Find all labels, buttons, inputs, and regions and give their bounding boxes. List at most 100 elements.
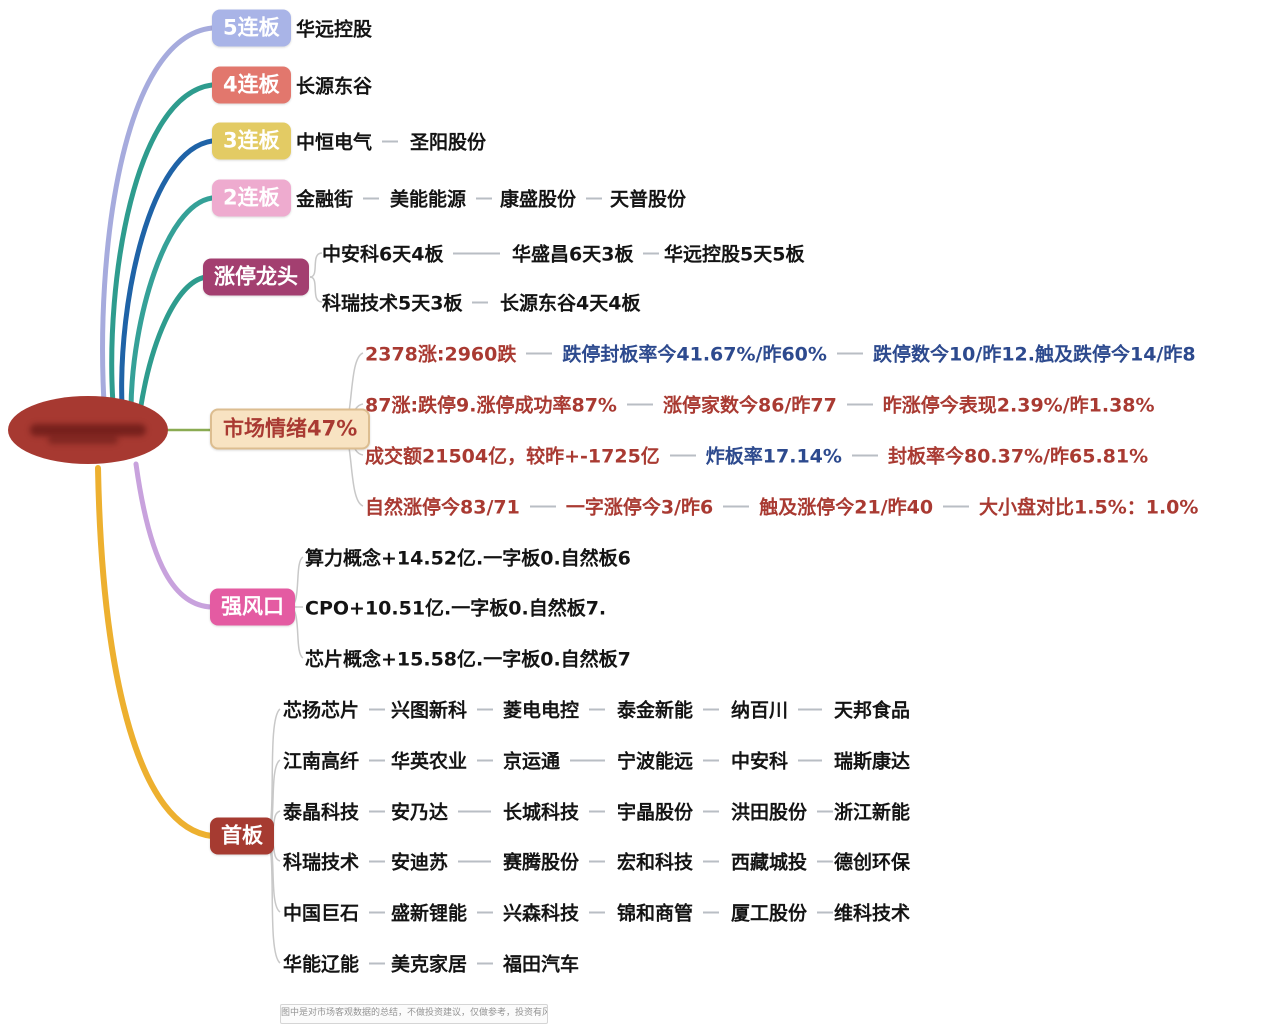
stat-node[interactable]: 跌停数今10/昨12.触及跌停今14/昨8 [872,343,1196,366]
node-zhangting-longtou[interactable]: 涨停龙头 [203,258,309,296]
branch-line-2lianban [128,195,215,411]
stock-node[interactable]: 华盛昌6天3板 [512,243,634,266]
stock-node[interactable]: 康盛股份 [500,188,577,211]
node-2lianban[interactable]: 2连板 [212,179,291,217]
stock-node[interactable]: 华远控股 [296,18,373,41]
stock-node[interactable]: 中国巨石 [283,902,360,925]
stock-node[interactable]: 华能辽能 [283,953,360,976]
connector-line [458,810,491,812]
stock-node[interactable]: 金融街 [296,188,354,211]
connector-line [529,505,556,507]
row-4lianban: 长源东谷 [296,72,372,99]
stat-node[interactable]: 成交额21504亿，较昨+-1725亿 [365,445,660,468]
node-3lianban[interactable]: 3连板 [212,122,291,160]
stock-node[interactable]: 圣阳股份 [410,131,487,154]
stock-node[interactable]: 锦和商管 [617,902,694,925]
stat-node[interactable]: 2378涨:2960跌 [365,343,517,366]
stock-node[interactable]: 美克家居 [391,953,468,976]
bracket-first-row6 [265,838,281,964]
stock-node[interactable]: 安乃达 [391,801,449,824]
central-topic-node[interactable] [8,396,168,464]
stock-node[interactable]: 泰金新能 [617,699,694,722]
connector-line [458,860,491,862]
concept-node[interactable]: CPO+10.51亿.一字板0.自然板7. [305,597,607,620]
row-first-4: 科瑞技术 安迪苏 赛腾股份 宏和科技 西藏城投 德创环保 [283,848,910,875]
stock-node[interactable]: 中安科6天4板 [322,243,444,266]
node-qiangfengkou[interactable]: 强风口 [210,588,295,626]
stock-node[interactable]: 宇晶股份 [617,801,694,824]
stock-node[interactable]: 中安科 [731,750,789,773]
row-leader-1: 中安科6天4板 华盛昌6天3板 华远控股5天5板 [322,240,804,267]
connector-line [477,759,494,761]
connector-line [472,301,489,303]
blurred-subtitle-text [48,436,118,444]
stock-node[interactable]: 泰晶科技 [283,801,360,824]
stock-node[interactable]: 纳百川 [731,699,789,722]
stock-node[interactable]: 宁波能远 [617,750,694,773]
stock-node[interactable]: 江南高纤 [283,750,360,773]
stock-node[interactable]: 兴森科技 [503,902,580,925]
stock-node[interactable]: 兴图新科 [391,699,468,722]
stat-node[interactable]: 昨涨停今表现2.39%/昨1.38% [882,394,1155,417]
branch-line-shouban [95,465,215,839]
stock-node[interactable]: 西藏城投 [731,851,808,874]
stat-node[interactable]: 触及涨停今21/昨40 [759,496,934,519]
stock-node[interactable]: 长源东谷4天4板 [500,292,641,315]
connector-line [723,505,750,507]
connector-line [589,708,606,710]
connector-line [369,810,386,812]
node-shouban[interactable]: 首板 [210,817,274,855]
stat-node[interactable]: 炸板率17.14% [705,445,842,468]
row-first-3: 泰晶科技 安乃达 长城科技 宇晶股份 洪田股份 浙江新能 [283,798,910,825]
stock-node[interactable]: 德创环保 [834,851,911,874]
stat-node[interactable]: 封板率今80.37%/昨65.81% [887,445,1149,468]
stock-node[interactable]: 长城科技 [503,801,580,824]
connector-line [703,911,720,913]
stat-node[interactable]: 大小盘对比1.5%：1.0% [979,496,1199,519]
branch-line-3lianban [119,138,215,409]
stock-node[interactable]: 科瑞技术 [283,851,360,874]
stock-node[interactable]: 盛新锂能 [391,902,468,925]
stock-node[interactable]: 天邦食品 [834,699,911,722]
stock-node[interactable]: 中恒电气 [296,131,373,154]
stat-node[interactable]: 自然涨停今83/71 [365,496,520,519]
stock-node[interactable]: 宏和科技 [617,851,694,874]
stock-node[interactable]: 瑞斯康达 [834,750,911,773]
node-4lianban[interactable]: 4连板 [212,66,291,104]
stat-node[interactable]: 87涨:跌停9.涨停成功率87% [365,394,617,417]
blurred-title-text [30,424,146,436]
connector-line [369,708,386,710]
stock-node[interactable]: 安迪苏 [391,851,449,874]
node-5lianban[interactable]: 5连板 [212,9,291,47]
stock-node[interactable]: 华远控股5天5板 [664,243,805,266]
connector-line [846,403,873,405]
concept-node[interactable]: 芯片概念+15.58亿.一字板0.自然板7 [305,648,631,671]
stock-node[interactable]: 菱电电控 [503,699,580,722]
stock-node[interactable]: 洪田股份 [731,801,808,824]
stock-node[interactable]: 华英农业 [391,750,468,773]
node-shichang-qingxu[interactable]: 市场情绪47% [210,408,371,450]
stock-node[interactable]: 京运通 [503,750,561,773]
stock-node[interactable]: 长源东谷 [296,75,373,98]
stat-node[interactable]: 一字涨停今3/昨6 [565,496,714,519]
stock-node[interactable]: 科瑞技术5天3板 [322,292,463,315]
stock-node[interactable]: 芯扬芯片 [283,699,360,722]
stat-node[interactable]: 跌停封板率今41.67%/昨60% [562,343,827,366]
connector-line [943,505,970,507]
connector-line [589,911,606,913]
stock-node[interactable]: 浙江新能 [834,801,911,824]
stock-node[interactable]: 天普股份 [610,188,687,211]
stock-node[interactable]: 美能能源 [390,188,467,211]
row-3lianban: 中恒电气 圣阳股份 [296,128,486,155]
branch-line-zhangting-longtou [137,274,209,415]
stock-node[interactable]: 福田汽车 [503,953,580,976]
stock-node[interactable]: 维科技术 [834,902,911,925]
stock-node[interactable]: 赛腾股份 [503,851,580,874]
bracket-leader-row2 [309,276,323,303]
connector-line [363,197,380,199]
stock-node[interactable]: 厦工股份 [731,902,808,925]
row-first-5: 中国巨石 盛新锂能 兴森科技 锦和商管 厦工股份 维科技术 [283,899,910,926]
concept-node[interactable]: 算力概念+14.52亿.一字板0.自然板6 [305,547,631,570]
connector-line [369,860,386,862]
stat-node[interactable]: 涨停家数今86/昨77 [662,394,837,417]
